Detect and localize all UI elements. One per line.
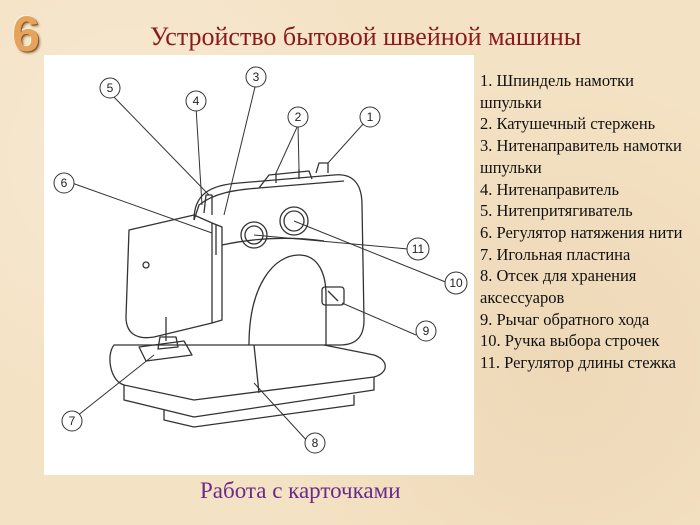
slide-title: Устройство бытовой швейной машины: [150, 22, 582, 51]
svg-text:10: 10: [449, 276, 463, 290]
svg-text:4: 4: [193, 94, 200, 108]
slide-number-badge: 6: [12, 6, 40, 62]
legend-item: 2. Катушечный стержень: [480, 114, 656, 134]
callout-11: 11: [406, 237, 430, 261]
legend-item: 5. Нитепритягиватель: [480, 201, 633, 221]
footer-caption: Работа с карточками: [200, 478, 401, 503]
callout-5: 5: [99, 77, 121, 99]
svg-text:5: 5: [107, 81, 114, 95]
legend-item: 1. Шпиндель намотки шпульки: [480, 71, 634, 112]
legend-item: 11. Регулятор длины стежка: [480, 353, 677, 373]
legend-item: 10. Ручка выбора строчек: [480, 331, 660, 351]
legend-item: 3. Нитенаправитель намотки шпульки: [480, 136, 682, 177]
parts-legend: 1. Шпиндель намотки шпульки 2. Катушечны…: [480, 70, 695, 374]
svg-text:8: 8: [312, 436, 319, 450]
legend-item: 6. Регулятор натяжения нити: [480, 222, 683, 242]
legend-item: 8. Отсек для хранения аксессуаров: [480, 266, 637, 308]
machine-outline: [109, 162, 386, 428]
legend-item: 4. Нитенаправитель: [480, 179, 620, 199]
svg-text:1: 1: [367, 110, 374, 124]
leader-lines: [71, 86, 449, 444]
legend-item: 7. Игольная пластина: [480, 244, 631, 264]
callout-10: 10: [444, 271, 468, 295]
svg-text:3: 3: [253, 70, 260, 84]
callout-8: 8: [304, 432, 326, 454]
svg-text:7: 7: [69, 414, 76, 428]
callout-2: 2: [287, 106, 309, 128]
sewing-machine-diagram: 1 2 3 4 5 6 7 8 9 10 11: [44, 55, 474, 475]
callout-1: 1: [359, 106, 381, 128]
svg-text:9: 9: [423, 324, 430, 338]
svg-text:2: 2: [295, 110, 302, 124]
callout-7: 7: [61, 410, 83, 432]
sewing-machine-drawing: 1 2 3 4 5 6 7 8 9 10 11: [53, 66, 468, 454]
callout-6: 6: [53, 172, 75, 194]
callout-markers: 1 2 3 4 5 6 7 8 9 10 11: [53, 66, 468, 454]
svg-text:11: 11: [412, 242, 425, 256]
callout-3: 3: [245, 66, 267, 88]
svg-text:6: 6: [61, 176, 68, 190]
callout-9: 9: [415, 320, 437, 342]
callout-4: 4: [185, 90, 207, 112]
legend-item: 9. Рычаг обратного хода: [480, 309, 650, 329]
